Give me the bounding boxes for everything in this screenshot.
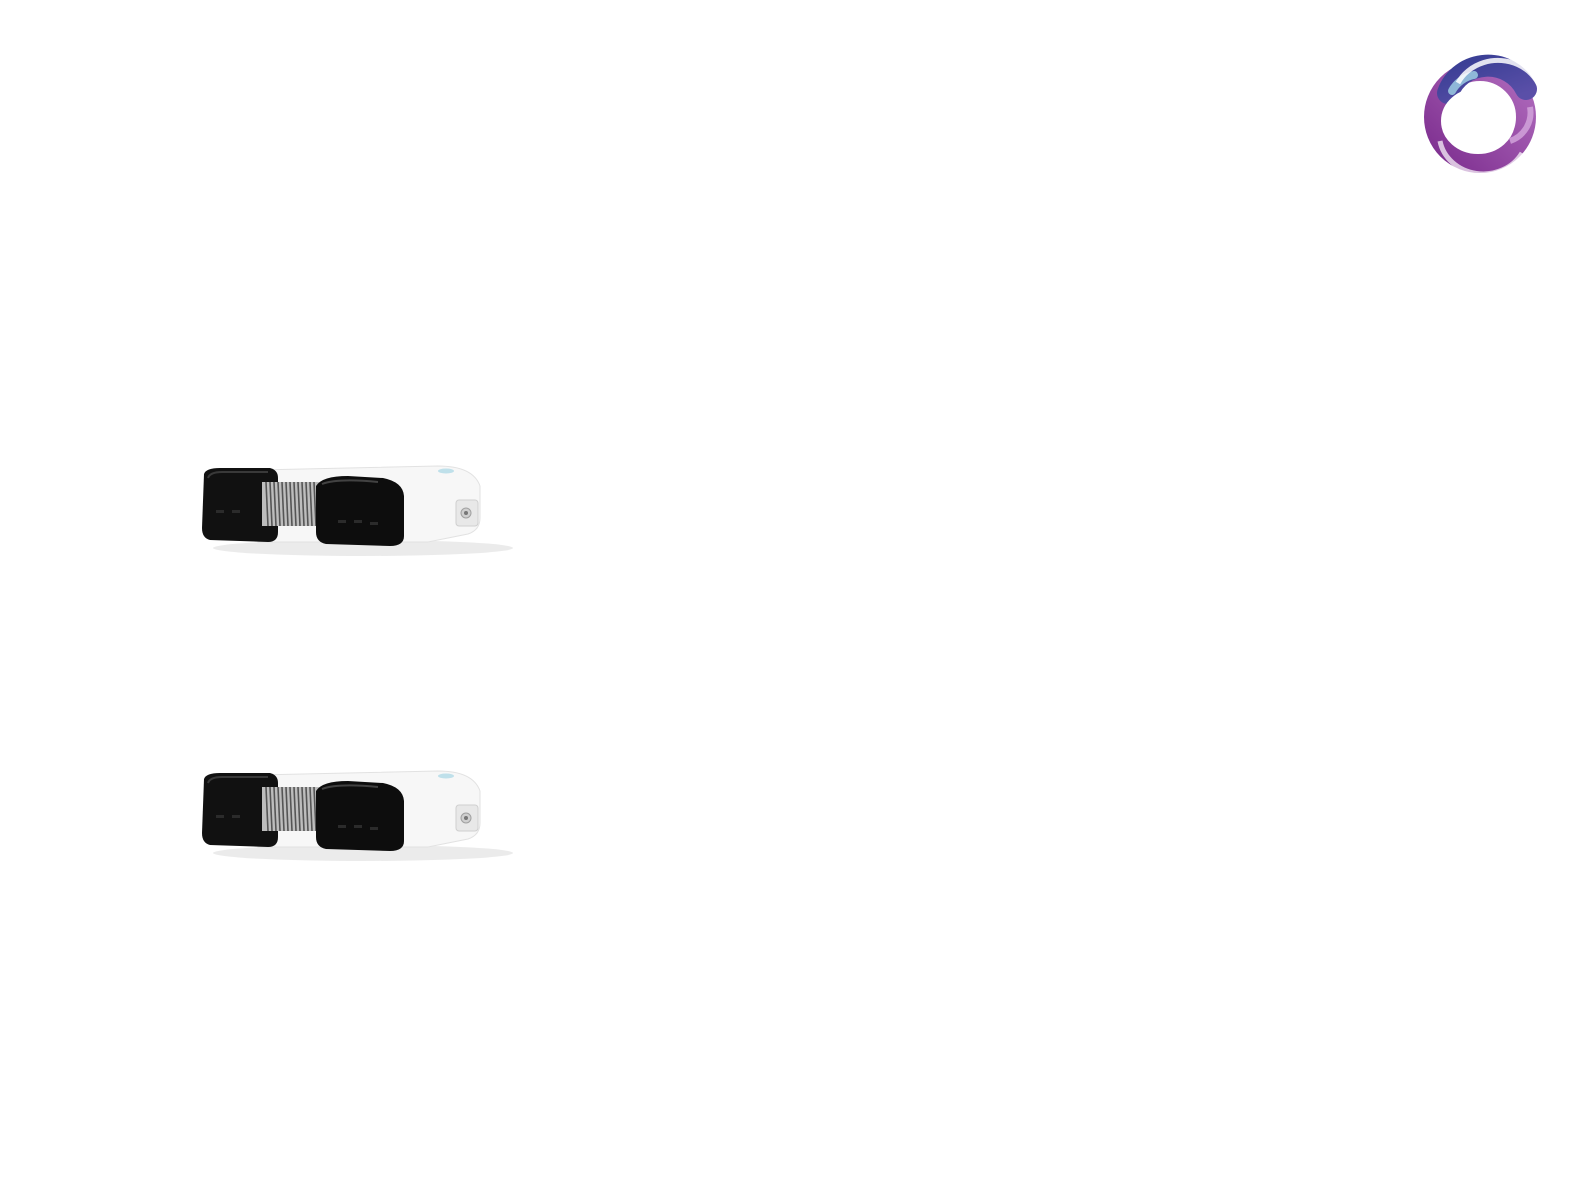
interlocking-rings-logo-icon [1424,54,1546,177]
black-white-hardware-device-icon [202,465,513,556]
device-image-2 [198,765,528,865]
device-image-1 [198,460,528,560]
black-white-hardware-device-icon [202,770,513,861]
brand-logo [1418,49,1548,179]
